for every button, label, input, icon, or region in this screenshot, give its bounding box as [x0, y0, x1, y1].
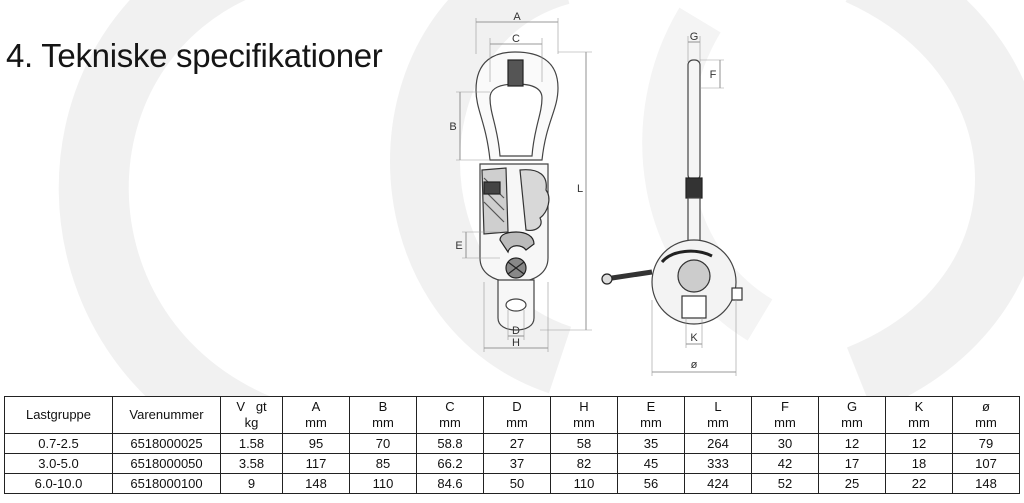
table-row: 3.0-5.0 6518000050 3.58 117 85 66.2 37 8…: [4, 453, 1020, 474]
front-view-dimension-labels: A C B L E D H: [449, 11, 583, 349]
cell-c: 66.2: [416, 453, 484, 474]
dim-label-l: L: [577, 183, 583, 195]
cell-diameter: 107: [952, 453, 1020, 474]
dim-label-h: H: [512, 337, 520, 349]
dim-label-e: E: [455, 240, 462, 252]
dim-label-g: G: [690, 31, 699, 43]
table-row: 6.0-10.0 6518000100 9 148 110 84.6 50 11…: [4, 473, 1020, 494]
cell-c: 84.6: [416, 473, 484, 494]
dim-label-b: B: [449, 121, 456, 133]
cell-a: 148: [282, 473, 350, 494]
technical-drawing: A C B L E D H G F K: [449, 11, 743, 376]
cell-l: 264: [684, 433, 752, 454]
cell-a: 117: [282, 453, 350, 474]
cell-diameter: 79: [952, 433, 1020, 454]
cell-e: 56: [617, 473, 685, 494]
cell-f: 30: [751, 433, 819, 454]
cell-lastgruppe: 3.0-5.0: [4, 453, 113, 474]
cell-e: 35: [617, 433, 685, 454]
cell-b: 110: [349, 473, 417, 494]
cell-b: 70: [349, 433, 417, 454]
header-varenummer: Varenummer: [112, 396, 221, 434]
cell-k: 18: [885, 453, 953, 474]
front-view: [456, 18, 592, 352]
cell-b: 85: [349, 453, 417, 474]
dim-label-a: A: [513, 11, 521, 23]
cell-d: 50: [483, 473, 551, 494]
cell-g: 12: [818, 433, 886, 454]
cell-g: 25: [818, 473, 886, 494]
cell-varenummer: 6518000050: [112, 453, 221, 474]
cell-diameter: 148: [952, 473, 1020, 494]
table-row: 0.7-2.5 6518000025 1.58 95 70 58.8 27 58…: [4, 433, 1020, 454]
cell-e: 45: [617, 453, 685, 474]
dim-label-d: D: [512, 325, 520, 337]
cell-c: 58.8: [416, 433, 484, 454]
cell-weight: 1.58: [220, 433, 283, 454]
cell-varenummer: 6518000025: [112, 433, 221, 454]
side-view: [601, 36, 743, 376]
page-title: 4. Tekniske specifikationer: [6, 37, 383, 74]
side-view-dimension-labels: G F K ø: [690, 31, 717, 371]
cell-f: 42: [751, 453, 819, 474]
cell-weight: 9: [220, 473, 283, 494]
dim-label-f: F: [710, 69, 717, 81]
cell-f: 52: [751, 473, 819, 494]
cell-h: 82: [550, 453, 618, 474]
header-lastgruppe: Lastgruppe: [4, 396, 113, 434]
cell-lastgruppe: 6.0-10.0: [4, 473, 113, 494]
cell-weight: 3.58: [220, 453, 283, 474]
dim-label-c: C: [512, 33, 520, 45]
cell-k: 12: [885, 433, 953, 454]
cell-l: 333: [684, 453, 752, 474]
cell-h: 58: [550, 433, 618, 454]
cell-g: 17: [818, 453, 886, 474]
cell-k: 22: [885, 473, 953, 494]
cell-d: 27: [483, 433, 551, 454]
cell-lastgruppe: 0.7-2.5: [4, 433, 113, 454]
cell-h: 110: [550, 473, 618, 494]
cell-l: 424: [684, 473, 752, 494]
cell-a: 95: [282, 433, 350, 454]
cell-d: 37: [483, 453, 551, 474]
dim-label-diameter: ø: [691, 359, 698, 371]
cell-varenummer: 6518000100: [112, 473, 221, 494]
dim-label-k: K: [690, 332, 698, 344]
